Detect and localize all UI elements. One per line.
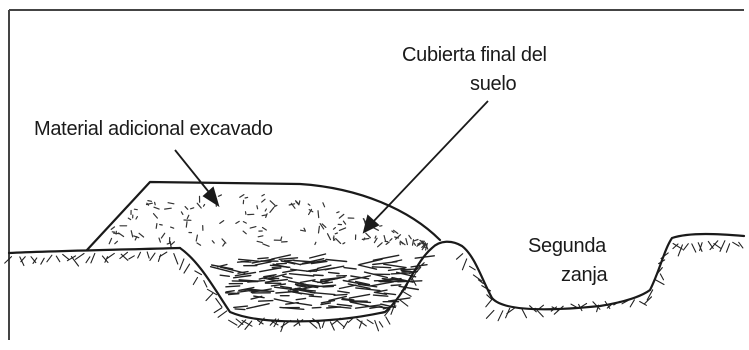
- arrow-material-leader: [175, 150, 212, 196]
- label-segunda-zanja-line1: Segunda: [528, 236, 606, 256]
- arrow-material-head: [204, 188, 218, 205]
- label-material-adicional: Material adicional excavado: [34, 119, 273, 139]
- arrow-cubierta-leader: [372, 101, 488, 223]
- label-cubierta-final-line2: suelo: [470, 74, 516, 94]
- ground-surface-left: [9, 248, 180, 253]
- compacted-fill-texture: [211, 254, 435, 310]
- label-cubierta-final-line1: Cubierta final del: [402, 45, 547, 65]
- label-segunda-zanja-line2: zanja: [561, 265, 607, 285]
